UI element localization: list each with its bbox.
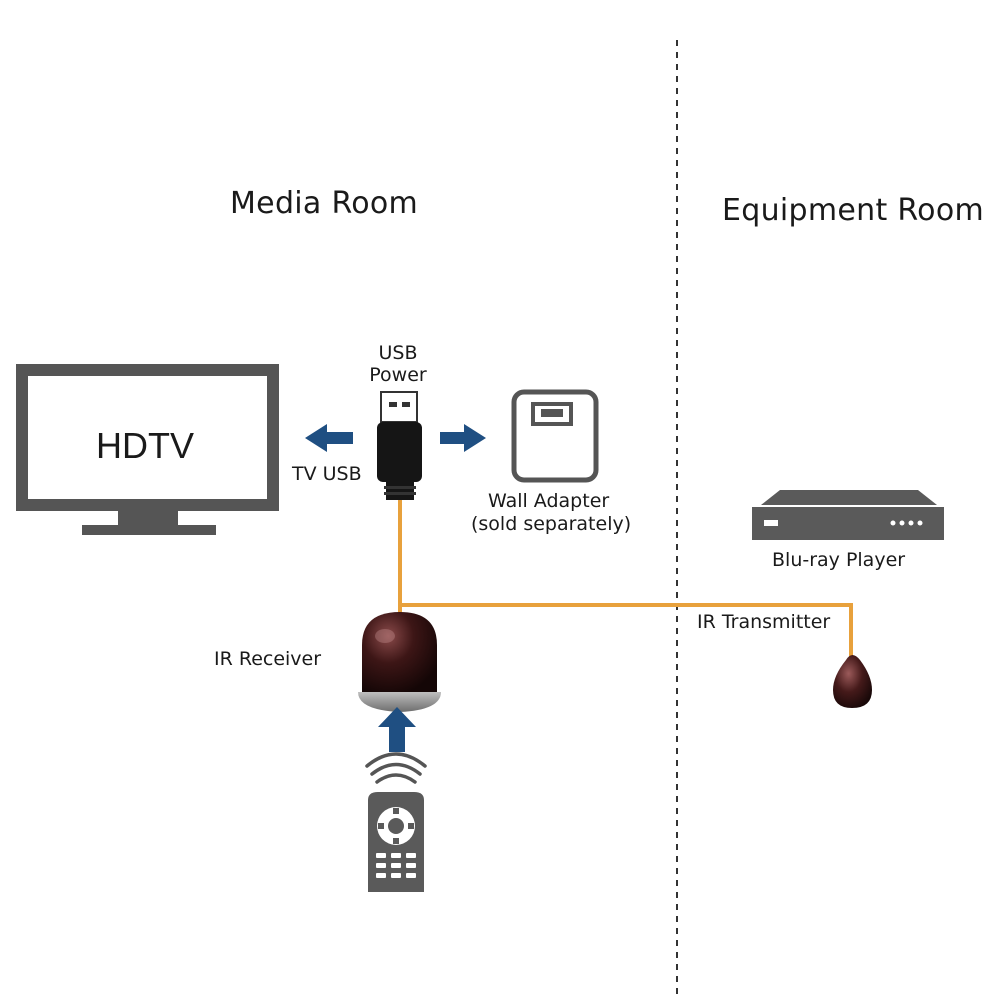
arrow-left-icon bbox=[305, 424, 353, 452]
wall-adapter-icon bbox=[511, 389, 599, 483]
ir-receiver-icon bbox=[358, 612, 441, 712]
arrow-right-icon bbox=[440, 424, 486, 452]
usb-power-label-line2: Power bbox=[369, 364, 427, 386]
usb-power-label-line1: USB bbox=[378, 342, 418, 364]
equipment-room-label: Equipment Room bbox=[722, 193, 985, 228]
bluray-player-icon bbox=[752, 490, 944, 540]
media-room-label: Media Room bbox=[230, 186, 419, 221]
ir-signal-icon bbox=[365, 752, 427, 784]
arrow-up-icon bbox=[378, 707, 416, 752]
wall-adapter-label-line1: Wall Adapter bbox=[488, 490, 610, 512]
hdtv-icon bbox=[16, 364, 279, 535]
ir-transmitter-label: IR Transmitter bbox=[697, 611, 831, 633]
hdtv-label: HDTV bbox=[96, 425, 194, 466]
ir-receiver-label: IR Receiver bbox=[214, 648, 322, 670]
bluray-player-label: Blu-ray Player bbox=[772, 549, 906, 571]
ir-transmitter-icon bbox=[833, 655, 872, 708]
remote-control-icon bbox=[368, 792, 424, 892]
usb-plug-icon bbox=[377, 391, 422, 500]
wall-adapter-label-line2: (sold separately) bbox=[471, 513, 632, 535]
cable-line bbox=[398, 500, 853, 665]
tv-usb-label: TV USB bbox=[292, 463, 362, 485]
